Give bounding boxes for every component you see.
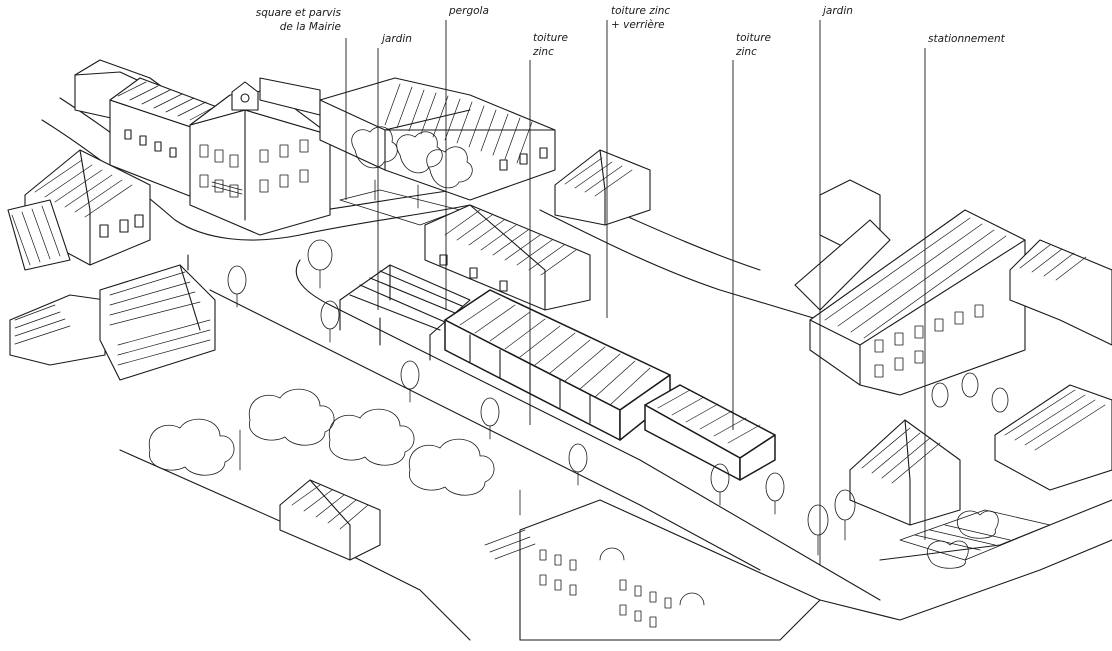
street-trees <box>227 239 785 515</box>
tree <box>400 360 420 403</box>
lower-center-building <box>484 499 821 641</box>
house-top-right-small <box>554 149 651 226</box>
pergola <box>339 264 471 361</box>
tree <box>710 463 730 506</box>
houses-top-left <box>74 59 226 201</box>
lower-left-shed <box>279 479 381 561</box>
label-toiture-2b: zinc <box>735 46 757 58</box>
label-jardin-2: jardin <box>821 5 853 17</box>
label-square-2: de la Mairie <box>280 21 341 33</box>
house-left <box>7 149 151 271</box>
label-stationnement: stationnement <box>928 33 1006 45</box>
label-square-1: square et parvis <box>256 7 342 19</box>
tree <box>480 397 500 440</box>
tree <box>568 443 588 486</box>
label-toiture-1a: toiture <box>533 32 568 44</box>
annotation-leaders <box>345 20 926 565</box>
label-toiture-2a: toiture <box>736 32 771 44</box>
parking-lot <box>899 509 1051 569</box>
building-toiture-zinc-2 <box>644 384 776 481</box>
tree <box>765 472 785 515</box>
houses-top-center <box>319 77 556 201</box>
mairie-building <box>189 77 331 236</box>
annotation-labels: square et parvis de la Mairie jardin per… <box>256 5 1006 58</box>
tree <box>320 300 340 343</box>
tree <box>307 239 333 289</box>
label-pergola: pergola <box>448 5 489 17</box>
label-toiture-1b: zinc <box>532 46 554 58</box>
lower-left-garden <box>148 388 521 516</box>
label-verriere-a: toiture zinc <box>611 5 670 17</box>
label-verriere-b: + verrière <box>611 19 665 31</box>
label-jardin-1: jardin <box>380 33 412 45</box>
building-central-back <box>424 204 591 311</box>
tree <box>227 265 247 308</box>
building-toiture-zinc-1 <box>444 289 671 441</box>
houses-middle-left <box>9 254 216 381</box>
jardin-right-trees <box>807 372 1009 556</box>
houses-right <box>794 179 1112 526</box>
